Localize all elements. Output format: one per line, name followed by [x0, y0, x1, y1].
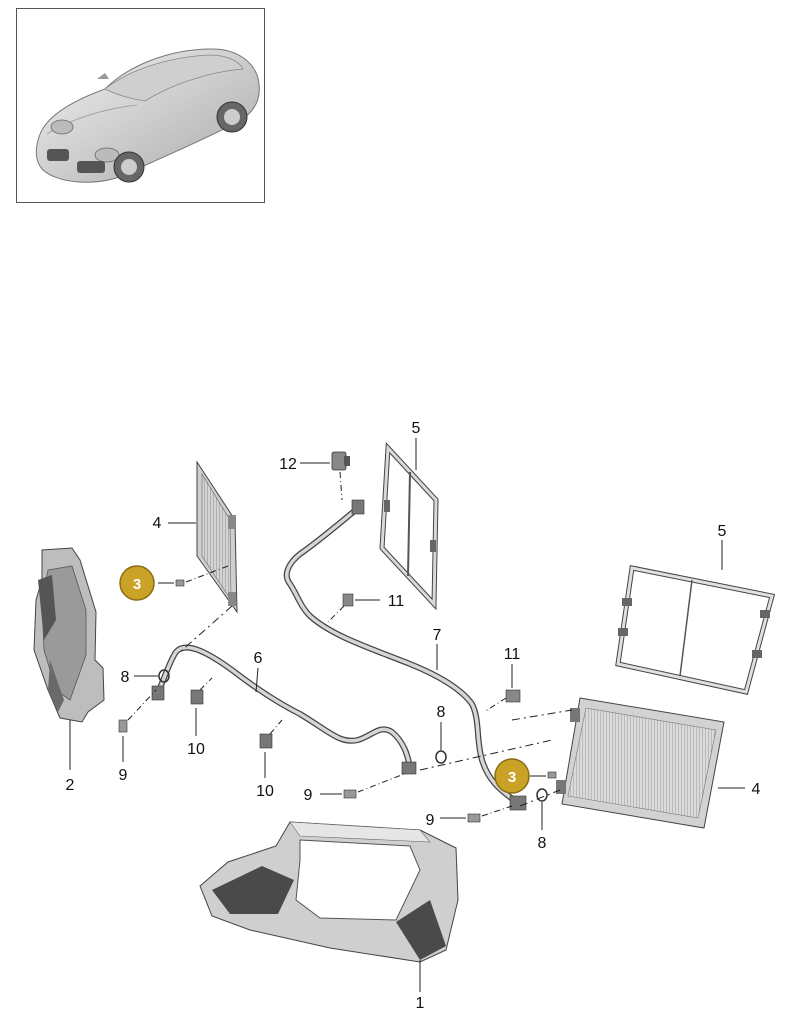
part-5-frame-upper[interactable]	[379, 438, 439, 611]
vehicle-overview-panel[interactable]	[16, 8, 265, 203]
part-12-pressure-sensor[interactable]	[300, 451, 350, 501]
part-7-ac-line[interactable]	[283, 499, 527, 811]
callout-9-middle[interactable]: 9	[304, 787, 313, 804]
part-8-seal-left[interactable]	[134, 669, 170, 683]
callout-8-left[interactable]: 8	[121, 669, 130, 686]
part-4-condenser-left[interactable]	[168, 460, 238, 614]
callout-10-right[interactable]: 10	[256, 783, 274, 800]
callout-3-right: 3	[508, 769, 516, 786]
part-11-holder-right[interactable]	[483, 664, 521, 713]
part-8-seal-right[interactable]	[536, 788, 548, 830]
part-2-air-guide-left[interactable]	[33, 547, 105, 770]
part-3-bolt-right[interactable]	[530, 771, 557, 779]
callout-4-right[interactable]: 4	[752, 781, 761, 798]
callout-5-upper[interactable]: 5	[412, 420, 421, 437]
callout-9-right[interactable]: 9	[426, 812, 435, 829]
callout-badge-3-right[interactable]: 3	[494, 758, 530, 794]
part-6-ac-line[interactable]	[151, 644, 417, 775]
part-9-bolt-right[interactable]	[440, 805, 513, 823]
callout-8-right[interactable]: 8	[538, 835, 547, 852]
callout-5-right[interactable]: 5	[718, 523, 727, 540]
callout-4-left[interactable]: 4	[153, 515, 162, 532]
part-3-bolt-left[interactable]	[158, 565, 229, 587]
assembly-guide-lines	[179, 605, 573, 807]
callout-badge-3-left[interactable]: 3	[119, 565, 155, 601]
callout-7[interactable]: 7	[433, 627, 442, 644]
part-11-holder-upper[interactable]	[327, 593, 380, 623]
part-9-bolt-middle[interactable]	[320, 773, 405, 799]
callout-10-left[interactable]: 10	[187, 741, 205, 758]
callout-8-middle[interactable]: 8	[437, 704, 446, 721]
callout-11-upper[interactable]: 11	[388, 593, 405, 610]
callout-9-left[interactable]: 9	[119, 767, 128, 784]
callout-1[interactable]: 1	[416, 995, 425, 1012]
callout-3-left: 3	[133, 576, 141, 593]
part-10-holder-left[interactable]	[190, 677, 213, 736]
part-5-frame-right[interactable]	[615, 540, 776, 695]
callout-11-right[interactable]: 11	[504, 646, 521, 663]
part-4-condenser-right[interactable]	[556, 697, 745, 829]
car-overview-icon	[35, 48, 260, 183]
callout-2[interactable]: 2	[66, 777, 75, 794]
part-10-holder-right[interactable]	[259, 719, 283, 778]
callout-12[interactable]: 12	[279, 456, 297, 473]
callout-6[interactable]: 6	[254, 650, 263, 667]
part-9-bolt-left[interactable]	[118, 689, 157, 762]
part-1-air-guide-lower[interactable]	[199, 821, 459, 992]
part-8-seal-middle[interactable]	[435, 722, 447, 764]
